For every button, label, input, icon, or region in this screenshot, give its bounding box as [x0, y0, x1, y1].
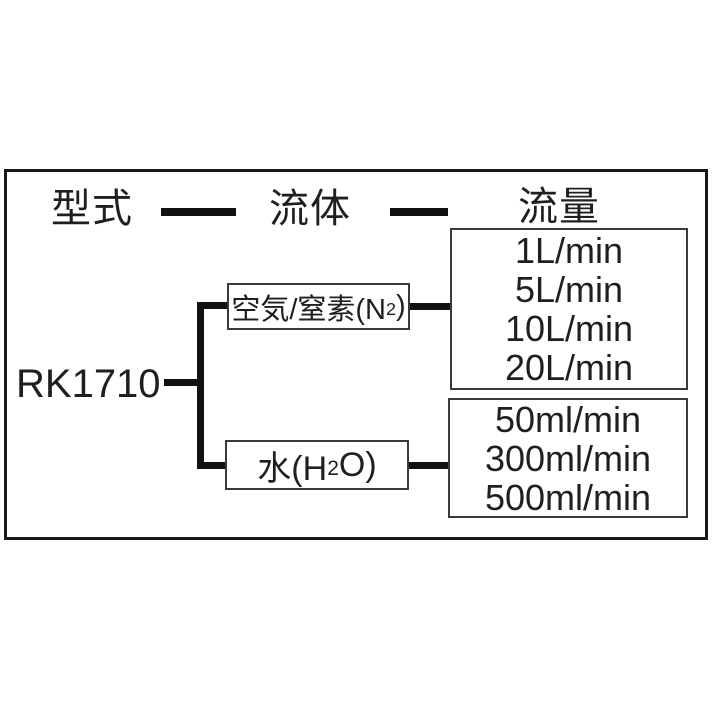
fluid-water-text: 水(H: [257, 449, 328, 488]
branch-air-left-line: [197, 302, 229, 309]
flow-option: 500ml/min: [484, 476, 652, 518]
branch-air-right-line: [407, 303, 452, 310]
header-fluid-label: 流体: [269, 187, 351, 231]
header-model-label: 型式: [51, 187, 133, 231]
flow-option: 1L/min: [514, 230, 624, 271]
flow-options-air-nitrogen: 1L/min 5L/min 10L/min 20L/min: [450, 228, 688, 390]
fluid-water-text-close: O): [338, 445, 377, 484]
model-stub-line: [164, 379, 200, 386]
flow-options-water: 50ml/min 300ml/min 500ml/min: [448, 398, 688, 518]
branch-water-right-line: [407, 462, 450, 469]
header-dash-1: [161, 208, 236, 216]
header-dash-2: [390, 208, 448, 216]
header-flow-label: 流量: [518, 185, 600, 229]
model-name: RK1710: [16, 362, 161, 406]
flow-option: 300ml/min: [484, 437, 652, 479]
fluid-air-text-close: ): [396, 290, 406, 322]
fluid-water-subscript: 2: [327, 456, 339, 480]
branch-water-left-line: [197, 462, 227, 469]
flow-option: 50ml/min: [494, 398, 642, 440]
fluid-air-text: 空気/窒素(N: [231, 293, 386, 326]
flow-option: 10L/min: [504, 308, 634, 349]
flow-option: 20L/min: [504, 347, 634, 388]
fluid-air-subscript: 2: [386, 299, 396, 320]
flow-option: 5L/min: [514, 269, 624, 310]
branch-vertical-line: [197, 302, 204, 469]
